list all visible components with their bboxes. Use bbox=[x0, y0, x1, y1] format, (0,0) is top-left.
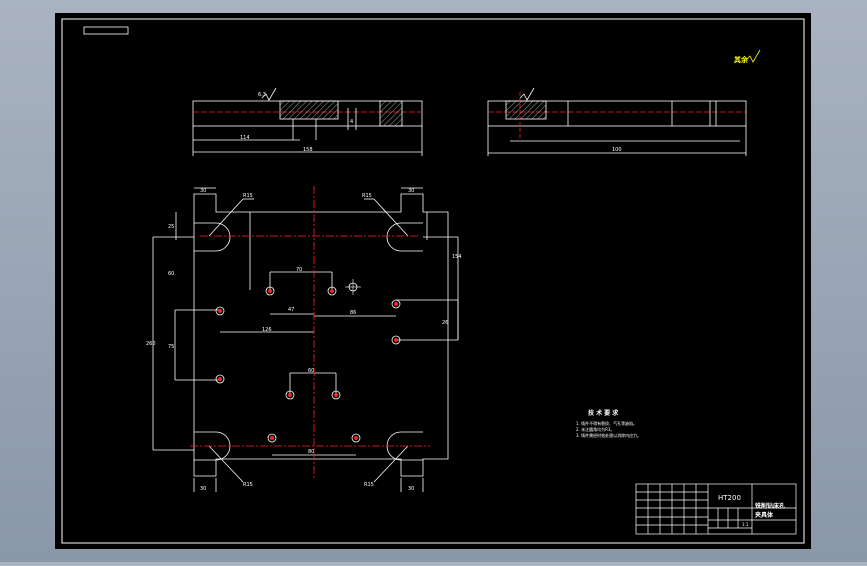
dim-left-gap: 60 bbox=[168, 271, 174, 277]
roughness-note: 其余 bbox=[734, 55, 749, 64]
roughness-symbol-icon bbox=[745, 49, 761, 63]
title-block bbox=[635, 483, 797, 535]
drawing-sheet bbox=[55, 13, 811, 549]
dim-ear-width-top: 30 bbox=[200, 188, 206, 194]
dim-top-left: 25 bbox=[168, 224, 174, 230]
plan-center-lines bbox=[190, 186, 430, 480]
dim-ear-width-bottom-right: 30 bbox=[408, 486, 414, 492]
dim-right-gap: 26 bbox=[442, 320, 448, 326]
dim-ear-width-top-right: 30 bbox=[408, 188, 414, 194]
corner-label-tl: R15 bbox=[243, 193, 253, 199]
tech-item-3: 3. 铸件需经时效处理以消除内应力。 bbox=[576, 432, 641, 438]
hole-6 bbox=[391, 335, 401, 345]
section-dim-total: 158 bbox=[303, 147, 313, 153]
plan-view bbox=[152, 187, 459, 492]
hole-2 bbox=[327, 286, 337, 296]
dim-ear-width-bottom: 30 bbox=[200, 486, 206, 492]
tech-item-1: 1. 铸件不得有裂纹、气孔等缺陷。 bbox=[576, 420, 637, 426]
hole-11 bbox=[351, 433, 361, 443]
dim-inner-span: 60 bbox=[308, 368, 314, 374]
corner-label-tr: R15 bbox=[362, 193, 372, 199]
dim-offset-2: 86 bbox=[350, 310, 356, 316]
dim-offset-3: 126 bbox=[262, 327, 272, 333]
title-corner-box bbox=[83, 26, 129, 35]
hole-1 bbox=[265, 286, 275, 296]
hole-8 bbox=[285, 390, 295, 400]
title-drawing-name-1: 铣削钻床孔 bbox=[755, 502, 785, 510]
plan-holes bbox=[215, 279, 401, 443]
dim-bottom-span: 80 bbox=[308, 449, 314, 455]
title-scale: 1:1 bbox=[742, 522, 749, 527]
section-mark-1: 6.3 bbox=[258, 92, 266, 98]
corner-label-br: R15 bbox=[364, 482, 374, 488]
section-mark-2: 4 bbox=[350, 119, 353, 125]
dim-left-mid: 75 bbox=[168, 344, 174, 350]
hole-4 bbox=[391, 299, 401, 309]
corner-label-bl: R15 bbox=[243, 482, 253, 488]
dim-offset-1: 47 bbox=[288, 307, 294, 313]
tech-title: 技 术 要 求 bbox=[588, 409, 619, 417]
section-dim-length: 114 bbox=[240, 135, 250, 141]
title-drawing-name-2: 夹具体 bbox=[755, 511, 774, 519]
dim-left-height: 260 bbox=[146, 341, 156, 347]
tech-requirements: 技 术 要 求 1. 铸件不得有裂纹、气孔等缺陷。 2. 未注圆角均为R3。 3… bbox=[576, 409, 641, 438]
dim-upper-span: 70 bbox=[296, 267, 302, 273]
tech-item-2: 2. 未注圆角均为R3。 bbox=[576, 426, 614, 432]
side-dim-total: 100 bbox=[612, 147, 622, 153]
side-view bbox=[487, 87, 747, 156]
section-view bbox=[192, 87, 423, 156]
hole-5 bbox=[215, 306, 225, 316]
hole-7 bbox=[215, 374, 225, 384]
hole-3 bbox=[345, 279, 361, 295]
title-material: HT200 bbox=[718, 494, 741, 502]
outer-border bbox=[61, 18, 805, 544]
hole-10 bbox=[267, 433, 277, 443]
hole-9 bbox=[331, 390, 341, 400]
dim-right-height: 154 bbox=[452, 254, 462, 260]
